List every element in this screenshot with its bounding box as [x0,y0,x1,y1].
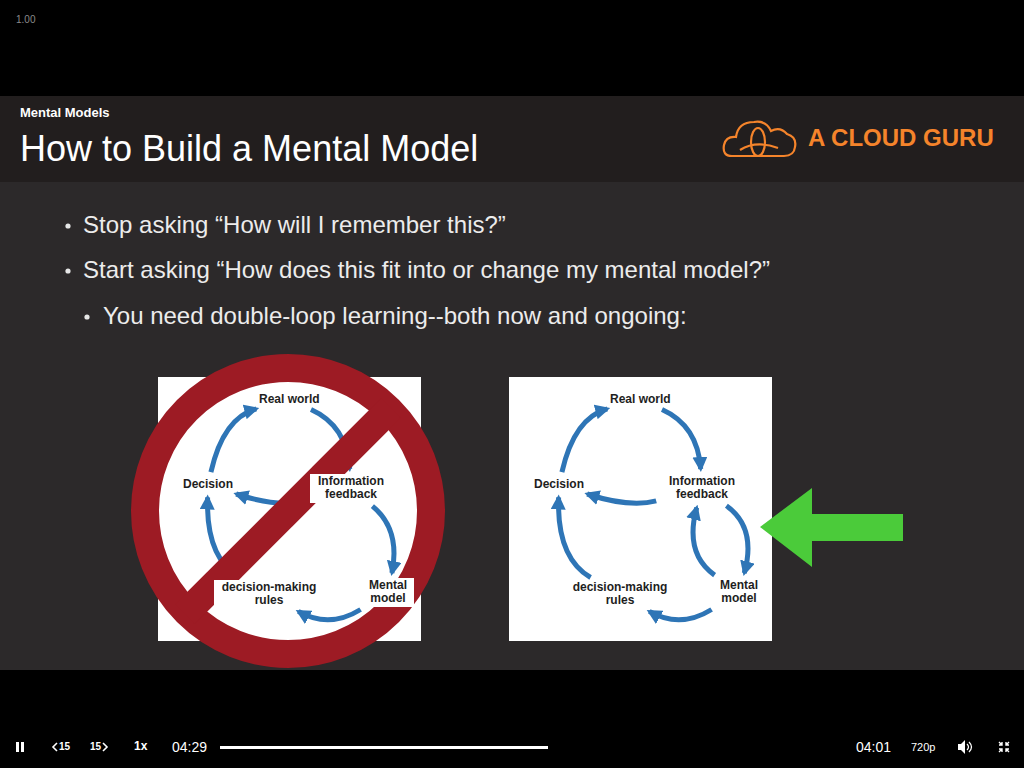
step-label: decision-making rules [568,581,672,608]
pause-icon [16,742,19,752]
cycle-arrow [298,610,360,620]
cycle-arrow [726,506,748,573]
cycle-step: Decision [531,477,587,492]
skip-forward-chevron [103,743,107,751]
remaining-time: 04:01 [856,739,891,755]
cycle-step: Mental model [362,578,414,607]
highlight-arrow [760,488,903,567]
cycle-step: Real world [256,392,323,407]
cycle-step: decision-making rules [214,580,324,609]
playback-rate-overlay: 1.00 [16,14,35,26]
step-label: Information feedback [313,475,389,502]
cycle-arrow [562,409,607,472]
skip-back-seconds: 15 [59,741,70,753]
sub-bullet-text: You need double-loop learning--both now … [103,302,687,330]
skip-back-chevron [53,743,57,751]
step-label: Information feedback [664,475,740,502]
pause-icon [21,742,24,752]
step-label: Mental model [716,579,762,606]
cycle-arrow [558,497,590,577]
cycle-arrow [587,494,656,503]
prohibition-ring [145,368,431,654]
step-label: Real world [610,393,671,406]
cycle-step: Information feedback [661,474,743,503]
fullscreen-exit-icon [999,742,1009,752]
cycle-arrow [211,409,256,472]
brand-logo-text: A CLOUD GURU [808,124,994,152]
volume-icon [958,740,965,754]
cycle-arrow [693,508,715,575]
cycle-arrow [649,610,711,620]
prohibition-slash [185,408,391,614]
bullet-text: Start asking “How does this fit into or … [83,256,770,284]
skip-forward-seconds: 15 [90,741,101,753]
cycle-arrow [372,506,394,573]
cycle-step: Information feedback [310,474,392,503]
cycle-step: Decision [180,477,236,492]
elapsed-time: 04:29 [172,739,207,755]
step-label: Real world [259,393,320,406]
cycle-step: decision-making rules [565,580,675,609]
step-label: decision-making rules [217,581,321,608]
bullet-text: Stop asking “How will I remember this?” [83,211,506,239]
section-heading: Mental Models [20,106,110,121]
progress-bar [220,746,548,749]
step-label: Decision [183,478,233,491]
cloud-logo [724,122,796,156]
cycle-step: Mental model [713,578,765,607]
diagram-panel [509,377,772,641]
step-label: Mental model [365,579,411,606]
cycle-step: Real world [607,392,674,407]
step-label: Decision [534,478,584,491]
cycle-arrow [662,410,701,470]
speed-control: 1x [134,740,147,754]
volume-waves [967,742,972,752]
slide-title: How to Build a Mental Model [20,128,478,169]
quality-setting: 720p [911,741,935,754]
